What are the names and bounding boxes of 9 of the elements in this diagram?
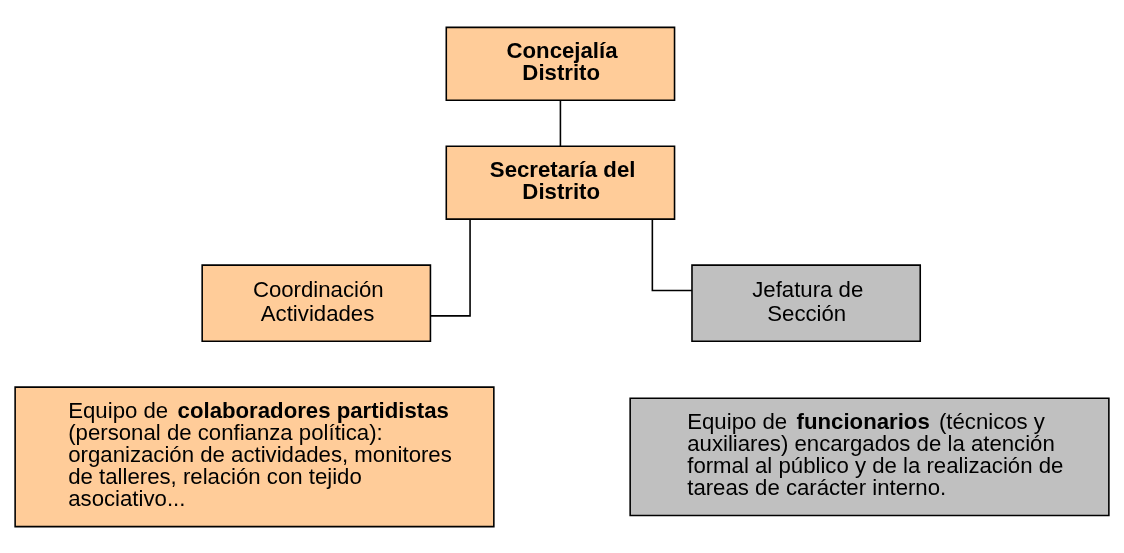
connector [651, 217, 693, 291]
node-box: Secretaría del Distrito [445, 144, 676, 220]
node-box: Jefatura de Sección [691, 263, 922, 342]
node-box: Equipo de colaboradores partidistas (personal de confianza política): organización de actividades, monitores de talleres, relación con tejido asociativo... [14, 385, 495, 527]
connector [429, 218, 471, 317]
node-box: Equipo de funcionarios (técnicos y auxiliares) encargados de la atención formal al público y de la realización de tareas de carácter interno. [629, 396, 1110, 516]
node-box: Coordinación Actividades [201, 263, 432, 342]
connector [559, 99, 562, 147]
node-box: Concejalía Distrito [445, 26, 676, 101]
